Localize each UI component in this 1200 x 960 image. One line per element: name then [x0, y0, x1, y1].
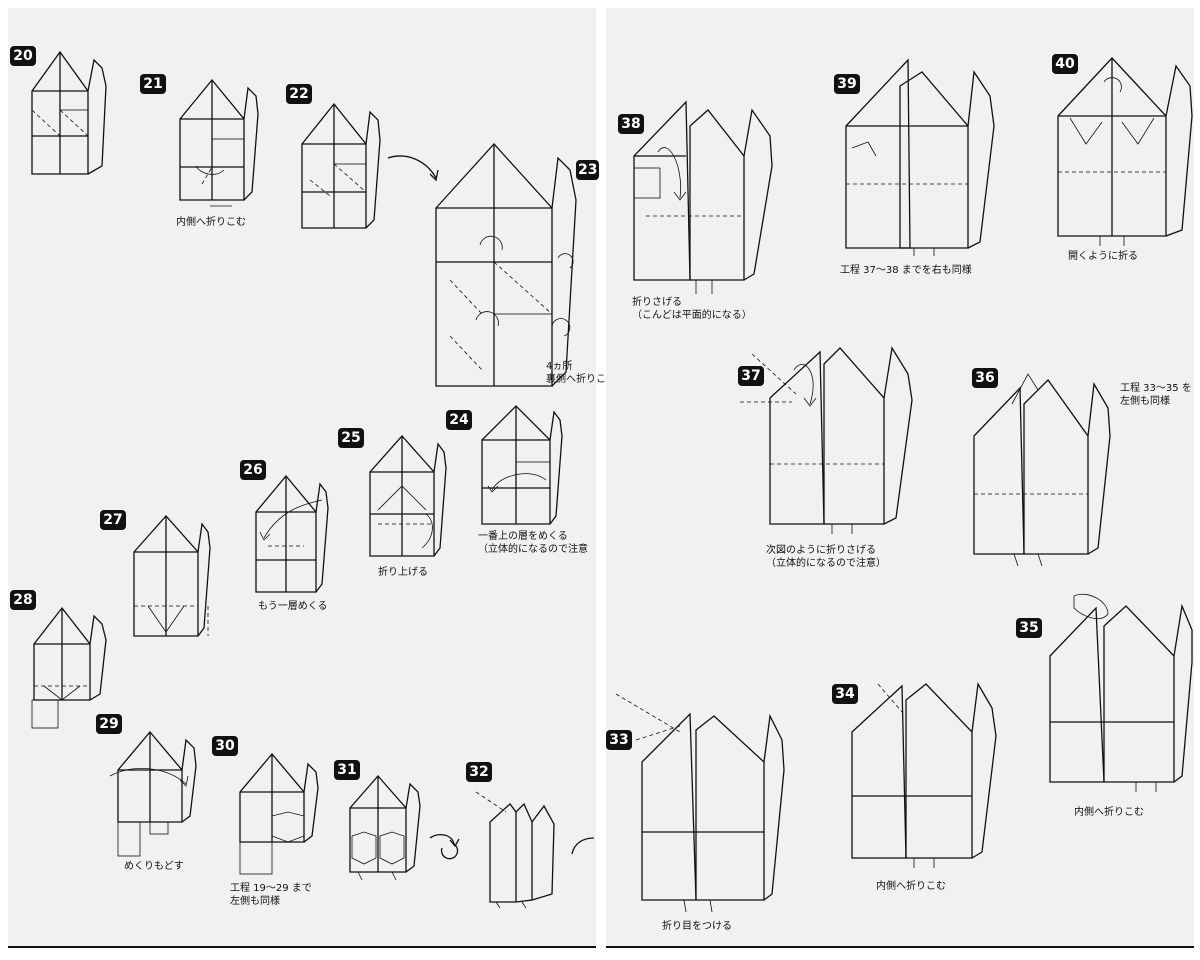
step-30: 30 工程 19〜29 まで 左側も同様: [212, 736, 332, 926]
step-26: 26 もう一層めくる: [240, 460, 350, 620]
step-37: 37 次図のように折りさげる （立体的になるので注意）: [736, 334, 926, 580]
origami-figure: [481, 405, 563, 525]
step-35: 35 内側へ折りこむ: [1012, 586, 1194, 826]
curved-arrow-icon: [387, 155, 439, 182]
origami-figure: [740, 346, 913, 534]
origami-figure: [255, 474, 329, 593]
step-number-badge: 28: [10, 590, 36, 610]
step-34: 34 内側へ折りこむ: [830, 672, 1006, 902]
step-number-badge: 40: [1052, 54, 1078, 74]
origami-figure: [973, 373, 1111, 567]
step-number-badge: 37: [738, 366, 764, 386]
step-caption: めくりもどす: [124, 861, 184, 872]
origami-figure: [435, 143, 577, 387]
origami-figure: [301, 102, 381, 229]
origami-figure: [1049, 593, 1193, 792]
step-32: 32: [466, 762, 576, 912]
step-40: 40 開くように折る: [1046, 52, 1196, 272]
step-number-badge: 26: [240, 460, 266, 480]
step-caption: 工程 19〜29 まで 左側も同様: [230, 883, 312, 907]
step-25: 25 折り上げる: [338, 428, 448, 588]
step-caption: 折り目をつける: [662, 921, 732, 932]
step-number-badge: 25: [338, 428, 364, 448]
step-number-badge: 35: [1016, 618, 1042, 638]
step-23: 23 4ヵ所 裏側へ折りこ: [430, 140, 606, 400]
step-38: 38 折りさげる （こんどは平面的になる）: [616, 96, 796, 336]
step-24: 24 一番上の層をめくる （立体的になるので注意: [446, 404, 596, 564]
step-caption: 一番上の層をめくる （立体的になるので注意: [478, 531, 588, 555]
step-number-badge: 33: [606, 730, 632, 750]
step-caption: 開くように折る: [1068, 251, 1138, 262]
step-caption: 折り上げる: [378, 567, 428, 578]
step-number-badge: 24: [446, 410, 472, 430]
step-22: 22: [286, 84, 396, 234]
origami-figure: [475, 791, 555, 909]
step-number-badge: 20: [10, 46, 36, 66]
step-caption: 工程 37〜38 までを右も同様: [840, 265, 972, 276]
step-number-badge: 27: [100, 510, 126, 530]
step-number-badge: 22: [286, 84, 312, 104]
step-36: 36 工程 33〜35 を 左側も同様: [966, 364, 1194, 574]
step-27: 27: [100, 510, 220, 645]
step-number-badge: 23: [576, 160, 600, 180]
origami-figure: [109, 730, 197, 857]
step-caption: 内側へ折りこむ: [876, 881, 946, 892]
origami-figure: [369, 435, 447, 557]
step-number-badge: 21: [140, 74, 166, 94]
step-caption: 折りさげる （こんどは平面的になる）: [632, 297, 752, 321]
step-31: 31: [334, 760, 434, 890]
origami-figure: [845, 58, 995, 256]
origami-figure: [1057, 57, 1193, 246]
step-number-badge: 36: [972, 368, 998, 388]
origami-figure: [851, 682, 997, 868]
origami-figure: [633, 100, 773, 294]
step-20: 20: [10, 46, 110, 181]
step-number-badge: 39: [834, 74, 860, 94]
step-caption: 内側へ折りこむ: [1074, 807, 1144, 818]
page-gutter: [597, 0, 605, 960]
step-number-badge: 29: [96, 714, 122, 734]
step-33: 33 折り目をつける: [606, 690, 796, 938]
step-caption: 工程 33〜35 を 左側も同様: [1120, 383, 1192, 407]
origami-figure: [133, 515, 211, 637]
curved-arrow-icon: [571, 837, 595, 855]
origami-figure: [349, 775, 421, 881]
step-number-badge: 30: [212, 736, 238, 756]
step-29: 29 めくりもどす: [96, 714, 216, 884]
step-number-badge: 32: [466, 762, 492, 782]
origami-figure: [179, 78, 259, 207]
step-21: 21 内側へ折りこむ: [140, 74, 280, 244]
step-caption: 4ヵ所 裏側へ折りこ: [546, 361, 606, 385]
step-number-badge: 31: [334, 760, 360, 780]
step-28: 28: [10, 590, 120, 740]
step-number-badge: 34: [832, 684, 858, 704]
origami-figure: [31, 50, 107, 175]
turn-over-arrow-icon: [429, 833, 460, 860]
origami-figure: [31, 606, 107, 729]
step-number-badge: 38: [618, 114, 644, 134]
origami-figure: [615, 693, 785, 913]
origami-figure: [239, 752, 319, 875]
step-39: 39 工程 37〜38 までを右も同様: [834, 56, 1004, 286]
step-caption: もう一層めくる: [258, 601, 328, 612]
step-caption: 内側へ折りこむ: [176, 217, 246, 228]
step-caption: 次図のように折りさげる （立体的になるので注意）: [766, 545, 886, 569]
